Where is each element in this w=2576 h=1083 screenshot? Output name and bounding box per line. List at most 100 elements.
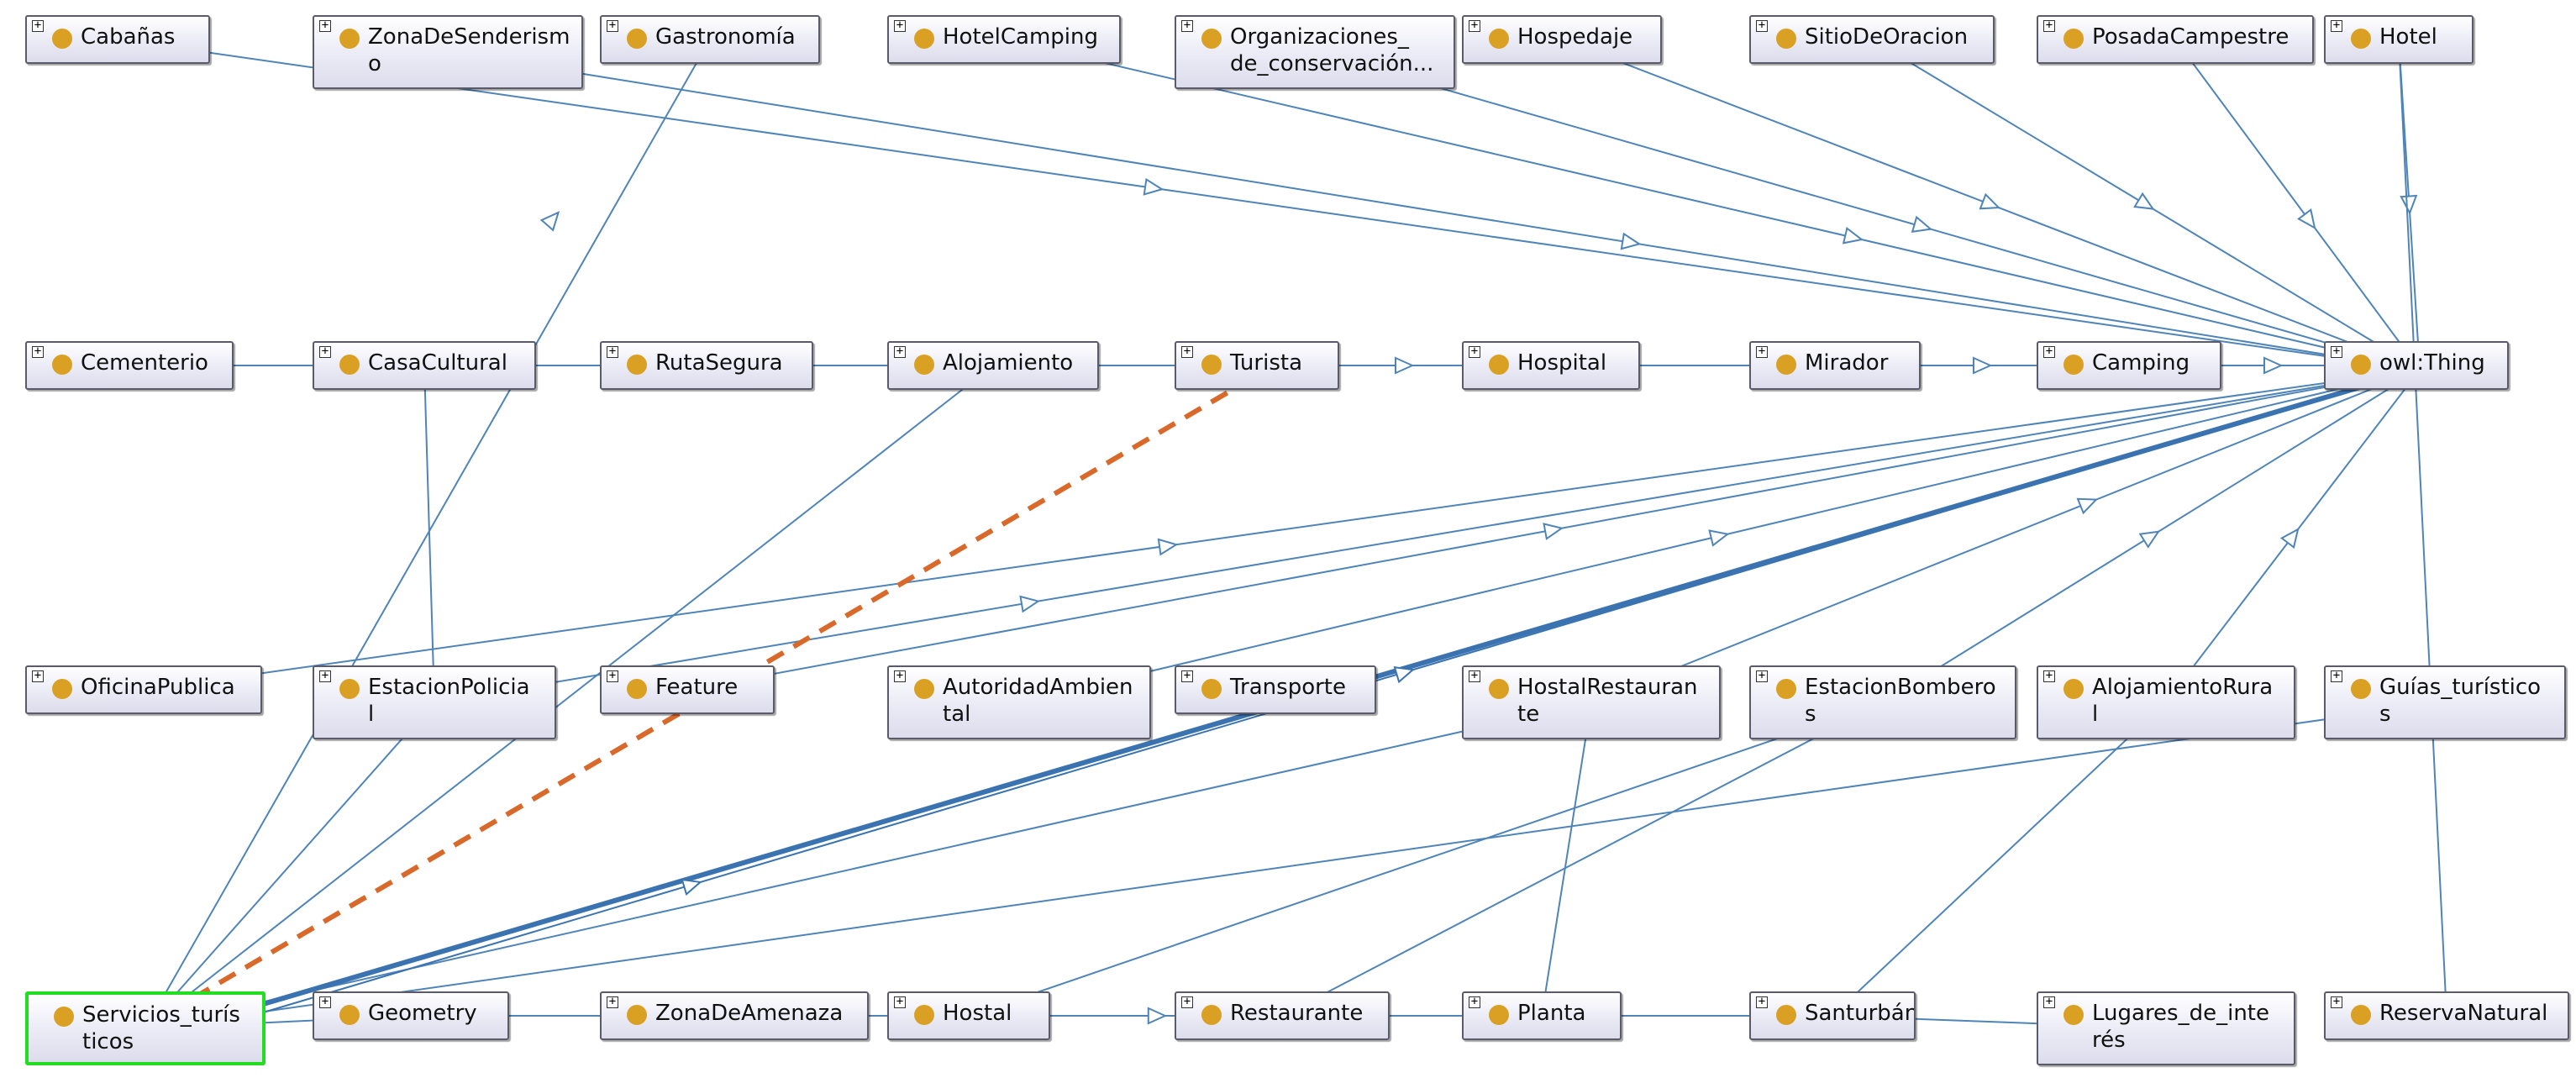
class-node-camping[interactable]: +Camping (2037, 341, 2221, 390)
node-label: Feature (655, 675, 739, 700)
expand-icon[interactable]: + (2331, 670, 2342, 682)
expand-icon[interactable]: + (1181, 345, 1193, 358)
class-node-transporte[interactable]: +Transporte (1175, 665, 1376, 714)
class-node-estacionpolicial[interactable]: + EstacionPolicia l (313, 665, 556, 739)
class-node-organizaciones[interactable]: +Organizaciones_ de_conservación... (1175, 15, 1455, 89)
expand-icon[interactable]: + (1181, 19, 1193, 32)
class-node-feature[interactable]: + Feature (600, 665, 775, 714)
class-node-alojamientorural[interactable]: + AlojamientoRura l (2037, 665, 2295, 739)
class-node-mirador[interactable]: +Mirador (1749, 341, 1921, 390)
class-node-rutasegura[interactable]: +RutaSegura (600, 341, 813, 390)
class-node-lugares[interactable]: + Lugares_de_inte rés (2037, 991, 2295, 1065)
expand-icon[interactable]: + (607, 19, 618, 32)
expand-icon[interactable]: + (319, 345, 331, 358)
expand-icon[interactable]: + (2331, 345, 2342, 358)
class-node-zonaamenaza[interactable]: +ZonaDeAmenaza (600, 991, 869, 1040)
expand-icon[interactable]: + (2043, 345, 2055, 358)
class-icon (339, 29, 360, 49)
class-node-oficinapublica[interactable]: +OficinaPublica (25, 665, 262, 714)
node-label: EstacionPolicia l (368, 675, 530, 727)
class-node-cabanas[interactable]: +Cabañas (25, 15, 210, 64)
expand-icon[interactable]: + (1756, 19, 1768, 32)
class-node-hospedaje[interactable]: +Hospedaje (1462, 15, 1662, 64)
node-label: AutoridadAmbien tal (943, 675, 1133, 727)
class-icon (1776, 1005, 1796, 1025)
class-node-hotel[interactable]: +Hotel (2324, 15, 2473, 64)
subclass-arrow (1620, 232, 1642, 250)
class-icon (627, 355, 647, 375)
class-node-reservanatural[interactable]: +ReservaNatural (2324, 991, 2569, 1040)
expand-icon[interactable]: + (607, 996, 618, 1008)
expand-icon[interactable]: + (2043, 996, 2055, 1008)
expand-icon[interactable]: + (894, 670, 906, 682)
class-node-sitiooracion[interactable]: +SitioDeOracion (1749, 15, 1995, 64)
class-node-posada[interactable]: +PosadaCampestre (2037, 15, 2314, 64)
class-node-servicios[interactable]: Servicios_turís ticos (25, 991, 265, 1065)
node-label: CasaCultural (368, 350, 507, 376)
class-node-restaurante[interactable]: +Restaurante (1175, 991, 1390, 1040)
subclass-arrow (2400, 194, 2418, 215)
relation-edge (968, 702, 1884, 1017)
class-icon (1776, 355, 1796, 375)
expand-icon[interactable]: + (32, 19, 44, 32)
class-icon (1489, 355, 1509, 375)
class-icon (1201, 1005, 1222, 1025)
class-node-zona_senderismo[interactable]: +ZonaDeSenderism o (313, 15, 583, 89)
class-icon (52, 679, 72, 699)
relation-edge (2398, 39, 2447, 1017)
class-node-casacultural[interactable]: + CasaCultural (313, 341, 536, 390)
node-label: AlojamientoRura l (2092, 675, 2274, 727)
class-icon (914, 355, 934, 375)
class-node-gastronomia[interactable]: + Gastronomía (600, 15, 820, 64)
class-node-planta[interactable]: +Planta (1462, 991, 1622, 1040)
class-icon (914, 679, 934, 699)
expand-icon[interactable]: + (894, 345, 906, 358)
class-node-geometry[interactable]: +Geometry (313, 991, 509, 1040)
expand-icon[interactable]: + (32, 670, 44, 682)
class-node-hostalrestaurante[interactable]: +HostalRestauran te (1462, 665, 1721, 739)
expand-icon[interactable]: + (319, 996, 331, 1008)
subclass-arrow (1979, 192, 2001, 210)
expand-icon[interactable]: + (1181, 996, 1193, 1008)
expand-icon[interactable]: + (894, 996, 906, 1008)
expand-icon[interactable]: + (2043, 670, 2055, 682)
subclass-arrow (2133, 192, 2155, 210)
class-node-hotelcamping[interactable]: +HotelCamping (887, 15, 1121, 64)
node-label: Gastronomía (655, 24, 796, 50)
expand-icon[interactable]: + (894, 19, 906, 32)
class-icon (1776, 679, 1796, 699)
expand-icon[interactable]: + (607, 345, 618, 358)
expand-icon[interactable]: + (2331, 996, 2342, 1008)
subclass-arrow (2297, 208, 2316, 230)
class-node-autoridad[interactable]: + AutoridadAmbien tal (887, 665, 1151, 739)
class-node-santurban[interactable]: +Santurbán (1749, 991, 1916, 1040)
expand-icon[interactable]: + (607, 670, 618, 682)
expand-icon[interactable]: + (2331, 19, 2342, 32)
expand-icon[interactable]: + (1756, 670, 1768, 682)
relation-edge (1281, 702, 1884, 1017)
class-node-owlthing[interactable]: +owl:Thing (2324, 341, 2509, 390)
class-node-turista[interactable]: +Turista (1175, 341, 1339, 390)
class-icon (2351, 679, 2371, 699)
class-icon (914, 1005, 934, 1025)
expand-icon[interactable]: + (1469, 345, 1480, 358)
class-node-alojamiento[interactable]: +Alojamiento (887, 341, 1099, 390)
expand-icon[interactable]: + (319, 19, 331, 32)
class-node-estacionbomberos[interactable]: +EstacionBombero s (1749, 665, 2016, 739)
class-node-hospital[interactable]: +Hospital (1462, 341, 1640, 390)
expand-icon[interactable]: + (1469, 19, 1480, 32)
expand-icon[interactable]: + (1469, 996, 1480, 1008)
expand-icon[interactable]: + (1756, 996, 1768, 1008)
class-node-guias[interactable]: +Guías_turístico s (2324, 665, 2566, 739)
expand-icon[interactable]: + (1756, 345, 1768, 358)
expand-icon[interactable]: + (2043, 19, 2055, 32)
node-label: Lugares_de_inte rés (2092, 1001, 2269, 1053)
class-icon (627, 679, 647, 699)
expand-icon[interactable]: + (1469, 670, 1480, 682)
expand-icon[interactable]: + (1181, 670, 1193, 682)
subclass-arrow (1911, 215, 1933, 233)
class-node-cementerio[interactable]: +Cementerio (25, 341, 234, 390)
expand-icon[interactable]: + (319, 670, 331, 682)
class-node-hostal[interactable]: +Hostal (887, 991, 1050, 1040)
expand-icon[interactable]: + (32, 345, 44, 358)
